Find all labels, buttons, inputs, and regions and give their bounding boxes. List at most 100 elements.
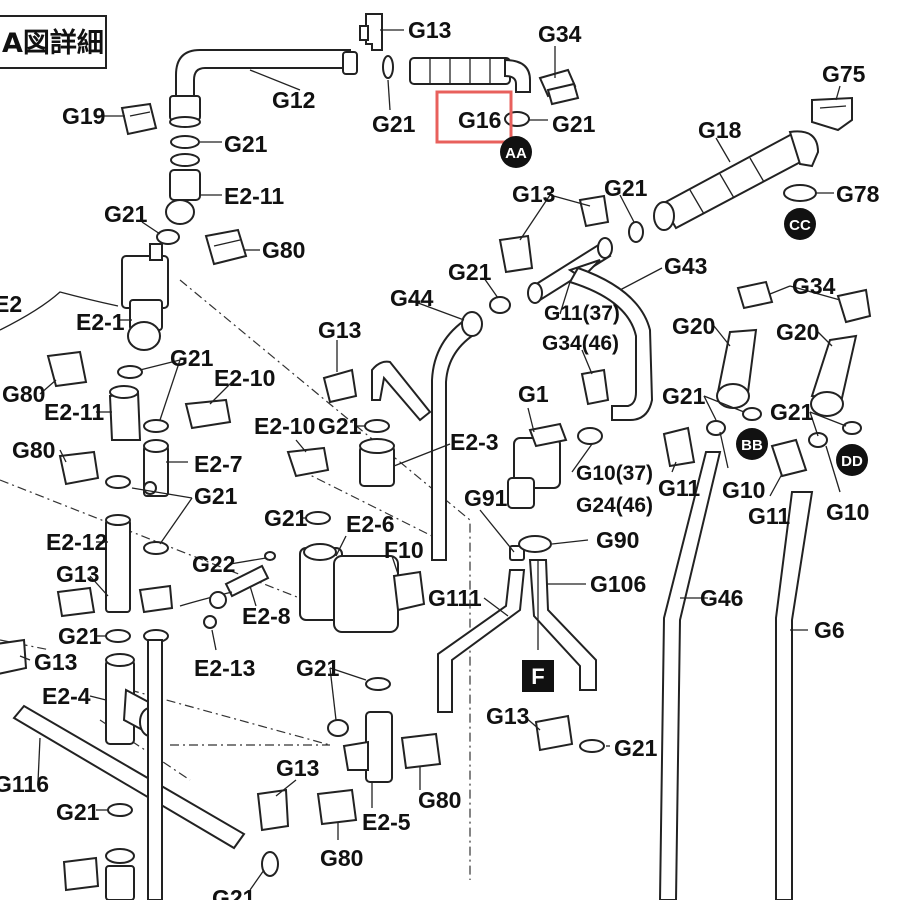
e2-8-sensor <box>179 551 276 609</box>
label-g21-e: G21 <box>104 201 148 227</box>
g80-clip-d <box>400 732 442 770</box>
g90-g91-parts <box>509 535 552 561</box>
label-g90: G90 <box>596 527 639 553</box>
marker-dd-text: DD <box>841 453 863 470</box>
label-g46: G46 <box>700 585 743 611</box>
label-g34-top: G34 <box>538 21 582 47</box>
label-g80-d: G80 <box>418 787 461 813</box>
label-g10-bb: G10 <box>722 477 765 503</box>
g21-oring-bb <box>742 407 762 421</box>
g13-clip-d <box>56 584 174 618</box>
g21-oring-m <box>107 803 133 817</box>
e2-10-clip-a <box>184 398 232 430</box>
label-g21-k: G21 <box>194 483 238 509</box>
label-g11-b: G11 <box>748 503 790 529</box>
label-g16: G16 <box>458 107 501 133</box>
g11-clips <box>662 426 808 478</box>
long-vertical-pipe <box>147 639 163 900</box>
label-g13-top: G13 <box>408 17 451 43</box>
label-g75: G75 <box>822 61 866 87</box>
g16-highlight-box <box>435 90 513 144</box>
g12-pipe <box>169 49 358 128</box>
g44-hose <box>431 316 480 561</box>
g21-oring-n <box>261 851 279 877</box>
g21-oring-e <box>628 221 644 243</box>
label-g80-e: G80 <box>320 845 363 871</box>
g20-hoses <box>716 328 858 417</box>
g21-oring-b <box>170 135 200 149</box>
label-g21-g: G21 <box>170 345 214 371</box>
label-g22: G22 <box>192 551 235 577</box>
label-g13-c: G13 <box>318 317 361 343</box>
g34-46-clip <box>580 368 610 406</box>
label-g116: G116 <box>0 771 49 797</box>
g21-oring-g2 <box>143 419 169 433</box>
g10-oring <box>577 427 603 445</box>
label-g20-a: G20 <box>672 313 715 339</box>
e2-10-clip-b <box>286 446 330 478</box>
label-g19: G19 <box>62 103 105 129</box>
g43-hose <box>568 266 654 421</box>
marker-dd: DD <box>836 444 868 476</box>
g21-oring-d <box>156 229 180 245</box>
e2-13-screw <box>203 615 217 629</box>
label-g91: G91 <box>464 485 508 511</box>
g44-end <box>461 311 483 337</box>
marker-aa-text: AA <box>505 145 527 162</box>
label-g34-b: G34 <box>792 273 836 299</box>
label-g21-l: G21 <box>264 505 308 531</box>
label-g106: G106 <box>590 571 646 597</box>
label-g24-46: G24(46) <box>576 494 653 517</box>
marker-cc-text: CC <box>789 217 811 234</box>
label-g44: G44 <box>390 285 434 311</box>
label-g21-c: G21 <box>224 131 268 157</box>
g11-tee-pipe <box>527 237 613 304</box>
e2-4-tee <box>105 653 161 745</box>
label-e2-7: E2-7 <box>194 451 243 477</box>
label-g12: G12 <box>272 87 315 113</box>
title-text: A図詳細 <box>2 27 104 59</box>
g6-hose <box>775 491 814 900</box>
label-e2-1: E2-1 <box>76 309 125 335</box>
label-e2-a: E2 <box>0 291 22 317</box>
g21-oring-f <box>489 296 511 314</box>
g46-hose <box>658 451 722 900</box>
label-g21-q: G21 <box>212 885 256 900</box>
g75-clip <box>811 96 853 132</box>
label-g10-b: G10 <box>826 499 869 525</box>
label-e2-11-b: E2-11 <box>44 399 104 425</box>
label-e2-12: E2-12 <box>46 529 107 555</box>
g80-clip-a <box>204 228 248 266</box>
label-g21-b: G21 <box>552 111 596 137</box>
g21-oring-i <box>105 475 131 489</box>
g13-clip-h <box>62 856 100 892</box>
label-g21-n: G21 <box>296 655 340 681</box>
part-labels: G13 G34 G12 G21 G16 G21 G19 G75 G21 G18 … <box>0 17 880 900</box>
bottom-fitting <box>105 865 135 900</box>
g13-clip-c <box>322 368 358 404</box>
e2-1-valve <box>121 243 169 351</box>
label-g18: G18 <box>698 117 742 143</box>
label-g10-37: G10(37) <box>576 462 653 485</box>
leader-lines <box>19 29 847 891</box>
marker-bb-text: BB <box>741 437 763 454</box>
g21-oring-g16 <box>504 111 530 127</box>
e2-12-pipe <box>105 514 131 613</box>
label-g21-i: G21 <box>770 399 814 425</box>
label-g80-a: G80 <box>262 237 305 263</box>
e2-7-tee <box>143 439 169 497</box>
label-g43: G43 <box>664 253 707 279</box>
g10-oring-a <box>706 420 726 436</box>
marker-cc: CC <box>784 208 816 240</box>
label-g34-46: G34(46) <box>542 332 619 355</box>
marker-aa: AA <box>500 136 532 168</box>
label-e2-11-a: E2-11 <box>224 183 284 209</box>
g21-oring-k <box>305 511 331 525</box>
g80-clip-c <box>58 450 100 486</box>
label-g21-j: G21 <box>318 413 362 439</box>
label-g13-f: G13 <box>486 703 529 729</box>
label-g6: G6 <box>814 617 845 643</box>
g13-clip-e <box>0 638 28 675</box>
